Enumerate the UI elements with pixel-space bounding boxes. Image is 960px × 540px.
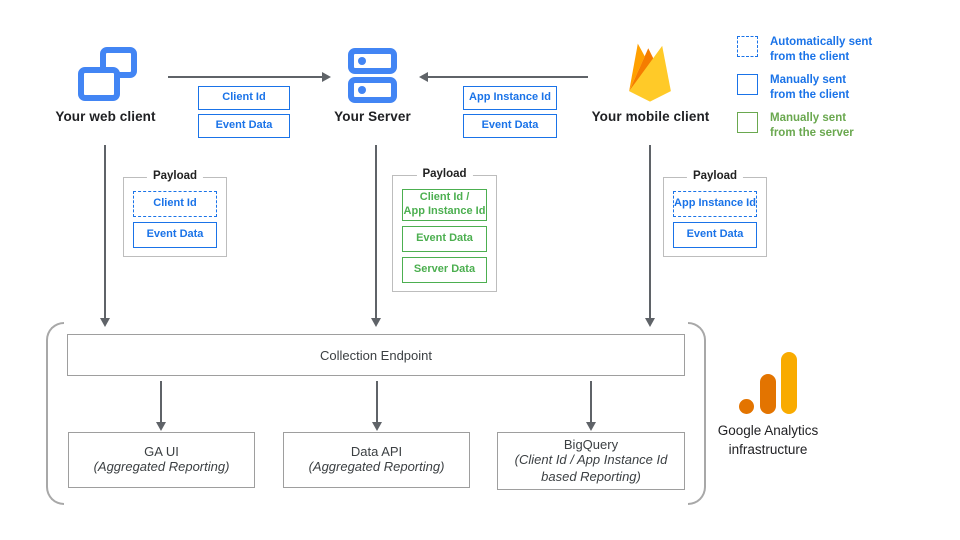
server-unit-shape [348,77,397,103]
collection-endpoint-label: Collection Endpoint [319,347,433,363]
legend-item-manual-client: Manually sent from the client [737,74,937,103]
payload-item-client-or-app-id: Client Id / App Instance Id [402,189,487,221]
infrastructure-caption-line1: Google Analytics [717,423,819,438]
server-unit-shape [348,48,397,74]
ga-ui-subtitle: (Aggregated Reporting) [93,459,230,475]
ga-ui-title: GA UI [144,444,179,460]
payload-title: Payload [146,170,204,182]
payload-item-event-data: Event Data [402,226,487,252]
payload-item-app-instance-id: App Instance Id [673,191,757,217]
payload-title: Payload [686,170,744,182]
server-label: Your Server [334,109,411,124]
bigquery-box: BigQuery (Client Id / App Instance Id ba… [497,432,685,490]
data-api-title: Data API [350,444,403,460]
payload-item-server-data: Server Data [402,257,487,283]
payload-web-client: Payload Client Id Event Data [123,170,227,257]
collection-endpoint-box: Collection Endpoint [67,334,685,376]
legend-item-manual-server: Manually sent from the server [737,112,937,141]
firebase-icon [629,43,671,102]
legend-swatch-dashed-blue [737,36,758,57]
flow-label-event-data: Event Data [463,114,557,138]
web-to-server-flow-labels: Client Id Event Data [198,86,290,138]
legend-label: Automatically sent from the client [770,36,873,63]
infrastructure-bracket-right [688,322,706,505]
infrastructure-caption: Google Analytics infrastructure [698,422,838,460]
payload-server: Payload Client Id / App Instance Id Even… [392,168,497,292]
ga-logo-tall-bar [781,352,797,414]
infrastructure-caption-line2: infrastructure [728,441,808,457]
ga-ui-box: GA UI (Aggregated Reporting) [68,432,255,488]
legend-label: Manually sent from the server [770,112,854,139]
bigquery-title: BigQuery [563,436,619,452]
flow-label-event-data: Event Data [198,114,290,138]
payload-item-event-data: Event Data [133,222,217,248]
flow-label-app-instance-id: App Instance Id [463,86,557,110]
ga-logo-dot [739,399,754,414]
legend-item-auto-client: Automatically sent from the client [737,36,937,65]
server-icon [348,48,397,103]
flow-label-client-id: Client Id [198,86,290,110]
ga-logo-mid-bar [760,374,776,414]
payload-item-client-id: Client Id [133,191,217,217]
bigquery-subtitle: (Client Id / App Instance Id based Repor… [514,451,668,484]
payload-mobile-client: Payload App Instance Id Event Data [663,170,767,257]
infrastructure-bracket-left [46,322,64,505]
web-client-label: Your web client [55,109,156,124]
mobile-to-server-flow-labels: App Instance Id Event Data [463,86,557,138]
legend-swatch-solid-blue [737,74,758,95]
legend-swatch-solid-green [737,112,758,133]
payload-item-event-data: Event Data [673,222,757,248]
window-front-shape [78,67,120,101]
legend-label: Manually sent from the client [770,74,850,101]
web-client-icon [78,45,138,103]
data-api-subtitle: (Aggregated Reporting) [308,459,445,475]
payload-title: Payload [416,168,473,180]
data-api-box: Data API (Aggregated Reporting) [283,432,470,488]
mobile-client-label: Your mobile client [591,109,710,124]
